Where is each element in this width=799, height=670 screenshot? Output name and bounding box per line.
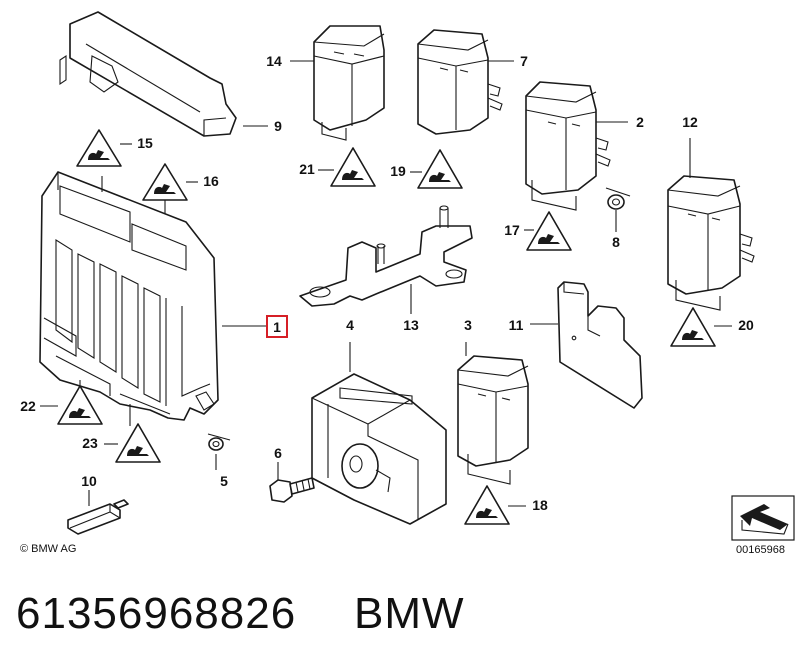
part-nut-8 [605, 187, 631, 210]
arrow-icon [731, 495, 795, 541]
reference-number: 00165968 [736, 544, 785, 556]
part-bolt-6 [269, 477, 315, 503]
part-holder-4 [311, 373, 447, 525]
warning-triangle-icon [57, 385, 103, 425]
part-number: 61356968826 [16, 589, 296, 638]
brand-name: BMW [354, 589, 465, 638]
callout-labels: 1 2 3 4 5 6 7 8 9 10 11 12 13 14 15 16 1… [20, 53, 754, 513]
part-plug-10 [67, 499, 129, 535]
callout-9[interactable]: 9 [274, 118, 282, 134]
warning-triangle-icon [526, 211, 572, 251]
part-relay-12 [667, 175, 755, 311]
part-relay-14 [313, 25, 385, 141]
callout-12[interactable]: 12 [682, 114, 698, 130]
part-relay-7 [417, 29, 503, 135]
part-relay-3 [457, 355, 529, 485]
callout-22[interactable]: 22 [20, 398, 36, 414]
symbol-leaders [40, 143, 732, 507]
callout-3[interactable]: 3 [464, 317, 472, 333]
leader-lines [79, 60, 691, 506]
callout-8[interactable]: 8 [612, 234, 620, 250]
callout-23[interactable]: 23 [82, 435, 98, 451]
callout-16[interactable]: 16 [203, 173, 219, 189]
callout-1[interactable]: 1 [273, 319, 281, 335]
callout-13[interactable]: 13 [403, 317, 419, 333]
part-main-carrier [39, 171, 219, 421]
callout-5[interactable]: 5 [220, 473, 228, 489]
callout-17[interactable]: 17 [504, 222, 520, 238]
warning-triangle-icon [142, 163, 188, 201]
callout-10[interactable]: 10 [81, 473, 97, 489]
callout-14[interactable]: 14 [266, 53, 282, 69]
part-plate-11 [557, 281, 643, 409]
callout-4[interactable]: 4 [346, 317, 354, 333]
callout-11[interactable]: 11 [509, 317, 524, 333]
highlight-box [266, 315, 288, 338]
callout-21[interactable]: 21 [299, 161, 315, 177]
callout-15[interactable]: 15 [137, 135, 153, 151]
callout-19[interactable]: 19 [390, 163, 406, 179]
warning-triangle-icon [464, 485, 510, 525]
part-bracket-13 [299, 205, 473, 307]
warning-triangle-icon [76, 129, 122, 167]
part-relay-2 [525, 81, 611, 211]
warning-triangle-icon [417, 149, 463, 189]
callout-20[interactable]: 20 [738, 317, 754, 333]
warning-triangle-icon [670, 307, 716, 347]
warning-triangle-icon [115, 423, 161, 463]
part-nut-5 [207, 433, 231, 451]
warning-triangle-icon [330, 147, 376, 187]
callout-7[interactable]: 7 [520, 53, 528, 69]
callout-18[interactable]: 18 [532, 497, 548, 513]
callout-6[interactable]: 6 [274, 445, 282, 461]
copyright-text: © BMW AG [20, 543, 76, 555]
callout-2[interactable]: 2 [636, 114, 644, 130]
part-cover [59, 11, 237, 137]
